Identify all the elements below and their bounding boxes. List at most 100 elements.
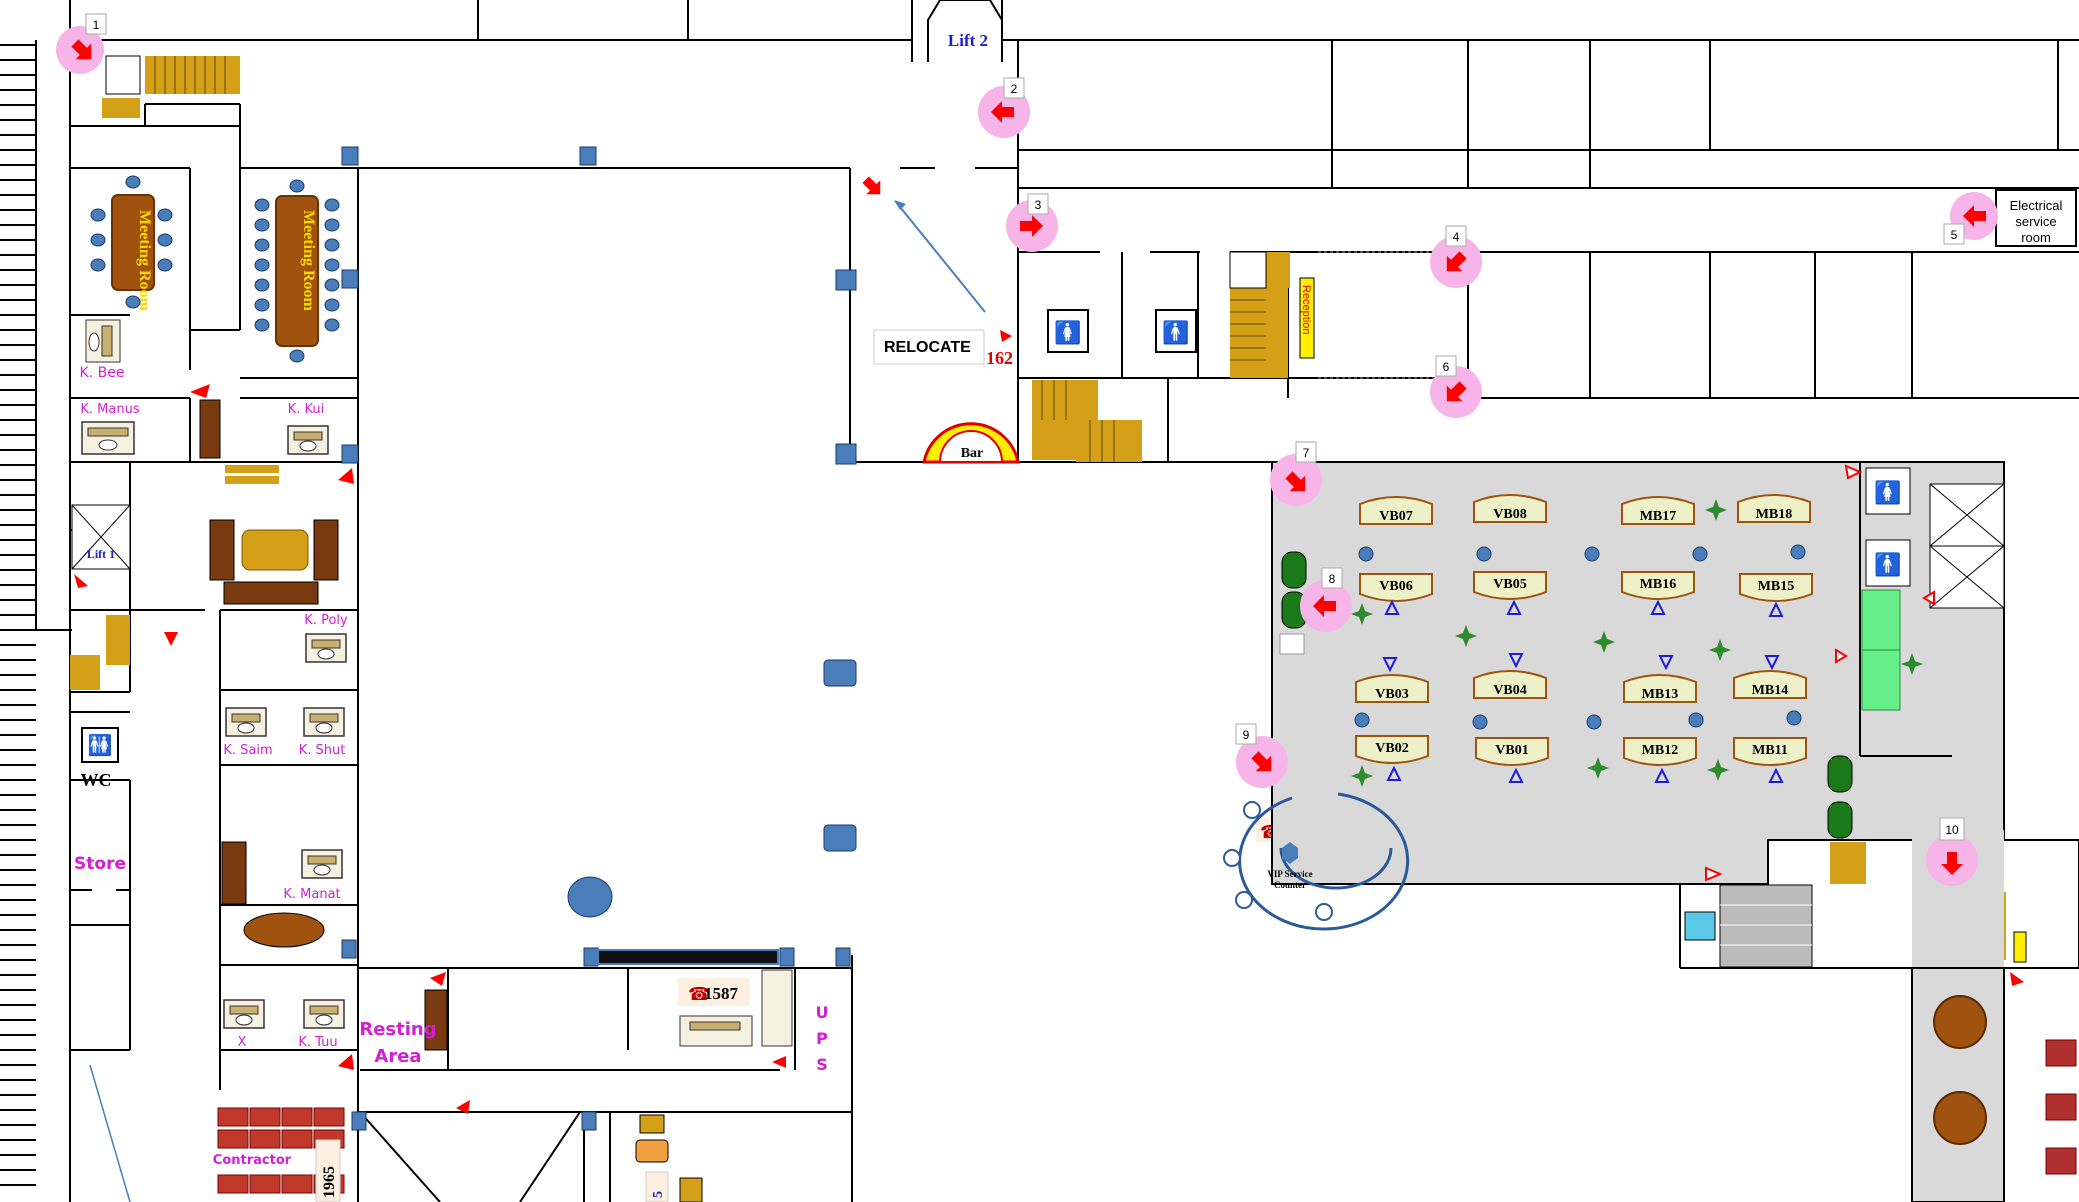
svg-text:Area: Area: [374, 1046, 421, 1067]
reception: Reception: [1299, 251, 1440, 379]
svg-text:P: P: [816, 1029, 828, 1048]
marker-2[interactable]: 2: [978, 77, 1030, 138]
vip-service-counter[interactable]: VIP Service Counter: [1223, 792, 1410, 931]
lift-1: Lift 1: [71, 504, 131, 570]
svg-text:Counter: Counter: [1274, 880, 1306, 890]
svg-text:VB05: VB05: [1493, 577, 1526, 592]
svg-text:WC: WC: [81, 770, 112, 790]
workstation-k-manus[interactable]: K. Manus: [80, 402, 140, 455]
left-edge-hatching: [0, 0, 72, 1202]
svg-text:RELOCATE: RELOCATE: [884, 339, 971, 356]
meeting-room-1[interactable]: Meeting Room: [90, 175, 173, 312]
desk-vb05[interactable]: VB05: [1473, 571, 1547, 600]
svg-text:X: X: [238, 1035, 247, 1050]
svg-text:1587: 1587: [704, 984, 739, 1003]
workstation-k-tuu[interactable]: K. Tuu: [298, 999, 345, 1050]
lounge-furniture: [199, 399, 448, 1051]
desk-mb16[interactable]: MB16: [1621, 571, 1695, 600]
workstation-x[interactable]: X: [223, 999, 265, 1050]
svg-text:K. Manus: K. Manus: [80, 402, 139, 417]
desk-vb08[interactable]: VB08: [1473, 494, 1547, 523]
svg-text:S: S: [816, 1055, 828, 1074]
svg-text:U: U: [816, 1003, 829, 1022]
desk-vb06[interactable]: VB06: [1359, 573, 1433, 602]
lounge-right: [1933, 995, 2077, 1175]
svg-text:7: 7: [1303, 446, 1310, 460]
desk-vb07[interactable]: VB07: [1359, 496, 1433, 525]
svg-text:4: 4: [1453, 230, 1460, 244]
svg-text:9: 9: [1243, 728, 1250, 742]
svg-text:3: 3: [1035, 198, 1042, 212]
svg-text:10: 10: [1945, 823, 1959, 837]
workstation-k-bee[interactable]: K. Bee: [80, 319, 125, 381]
marker-9[interactable]: 9: [1235, 723, 1288, 788]
svg-text:K. Manat: K. Manat: [283, 887, 340, 902]
desk-mb12[interactable]: MB12: [1623, 737, 1697, 766]
svg-text:1965: 1965: [321, 1166, 338, 1198]
svg-text:🚺: 🚺: [1874, 480, 1901, 505]
svg-text:1: 1: [93, 18, 100, 32]
svg-text:Resting: Resting: [359, 1019, 436, 1040]
ups-room: U P S: [816, 1003, 829, 1074]
svg-text:Reception: Reception: [1300, 285, 1312, 335]
marker-5[interactable]: 5: [1943, 192, 1998, 245]
wc-left: 🚻 WC: [81, 727, 119, 790]
marker-10[interactable]: 10: [1926, 817, 1978, 886]
svg-text:VB08: VB08: [1493, 507, 1526, 522]
workstation-k-saim[interactable]: K. Saim: [223, 707, 273, 758]
svg-text:🚹: 🚹: [1162, 320, 1189, 345]
workstation-k-manat[interactable]: K. Manat: [283, 849, 343, 902]
bar: Bar: [922, 422, 1020, 464]
marker-1[interactable]: 1: [56, 13, 107, 74]
svg-text:🚹: 🚹: [1874, 552, 1901, 577]
walls: [70, 0, 2079, 1202]
marker-3[interactable]: 3: [1006, 193, 1058, 252]
meeting-room-2[interactable]: Meeting Room: [254, 179, 340, 363]
svg-text:Meeting Room: Meeting Room: [136, 210, 153, 312]
small-arrows: [74, 330, 2024, 1114]
svg-text:MB11: MB11: [1752, 743, 1788, 758]
svg-text:Meeting Room: Meeting Room: [300, 210, 317, 312]
marker-6[interactable]: 6: [1430, 355, 1482, 418]
svg-text:2: 2: [1011, 82, 1018, 96]
desk-mb13[interactable]: MB13: [1623, 674, 1697, 703]
workstation-k-kui[interactable]: K. Kui: [287, 402, 329, 455]
svg-text:🚻: 🚻: [88, 733, 113, 757]
outline-arrows: [1705, 464, 1935, 882]
svg-text:5: 5: [651, 1191, 666, 1198]
workstation-k-poly[interactable]: K. Poly: [304, 613, 348, 663]
svg-text:MB14: MB14: [1752, 683, 1789, 698]
svg-text:VB07: VB07: [1379, 509, 1412, 524]
desk-mb11[interactable]: MB11: [1733, 737, 1807, 766]
svg-text:MB12: MB12: [1642, 743, 1679, 758]
toilet-icons: 🚺 🚹: [1047, 309, 1197, 353]
svg-text:VB01: VB01: [1495, 743, 1528, 758]
svg-text:Bar: Bar: [961, 446, 984, 461]
desk-mb17[interactable]: MB17: [1621, 496, 1695, 525]
arrow-near-relocate: [858, 172, 888, 202]
store-label: Store: [74, 854, 126, 874]
desk-vb03[interactable]: VB03: [1355, 674, 1429, 703]
svg-text:☎: ☎: [688, 984, 710, 1004]
desk-vb02[interactable]: VB02: [1355, 735, 1429, 764]
svg-text:MB13: MB13: [1642, 687, 1679, 702]
desk-mb15[interactable]: MB15: [1739, 573, 1813, 602]
svg-text:MB16: MB16: [1640, 577, 1677, 592]
svg-text:VIP Service: VIP Service: [1267, 869, 1312, 879]
marker-7[interactable]: 7: [1270, 441, 1322, 506]
banking-hall: 🚺 🚹: [1271, 461, 2079, 1202]
workstation-k-shut[interactable]: K. Shut: [299, 707, 346, 758]
desk-vb04[interactable]: VB04: [1473, 670, 1547, 699]
desk-vb01[interactable]: VB01: [1475, 737, 1549, 766]
contractor-seating: Contractor: [213, 1107, 345, 1194]
svg-text:K. Saim: K. Saim: [223, 743, 272, 758]
svg-text:Contractor: Contractor: [213, 1153, 292, 1168]
svg-text:service: service: [2015, 214, 2056, 229]
marker-4[interactable]: 4: [1430, 225, 1482, 288]
desk-mb18[interactable]: MB18: [1737, 494, 1811, 523]
svg-text:6: 6: [1443, 360, 1450, 374]
svg-text:VB03: VB03: [1375, 687, 1408, 702]
marker-8[interactable]: 8: [1300, 567, 1352, 632]
resting-area: Resting Area: [359, 1019, 436, 1067]
desk-mb14[interactable]: MB14: [1733, 670, 1807, 699]
